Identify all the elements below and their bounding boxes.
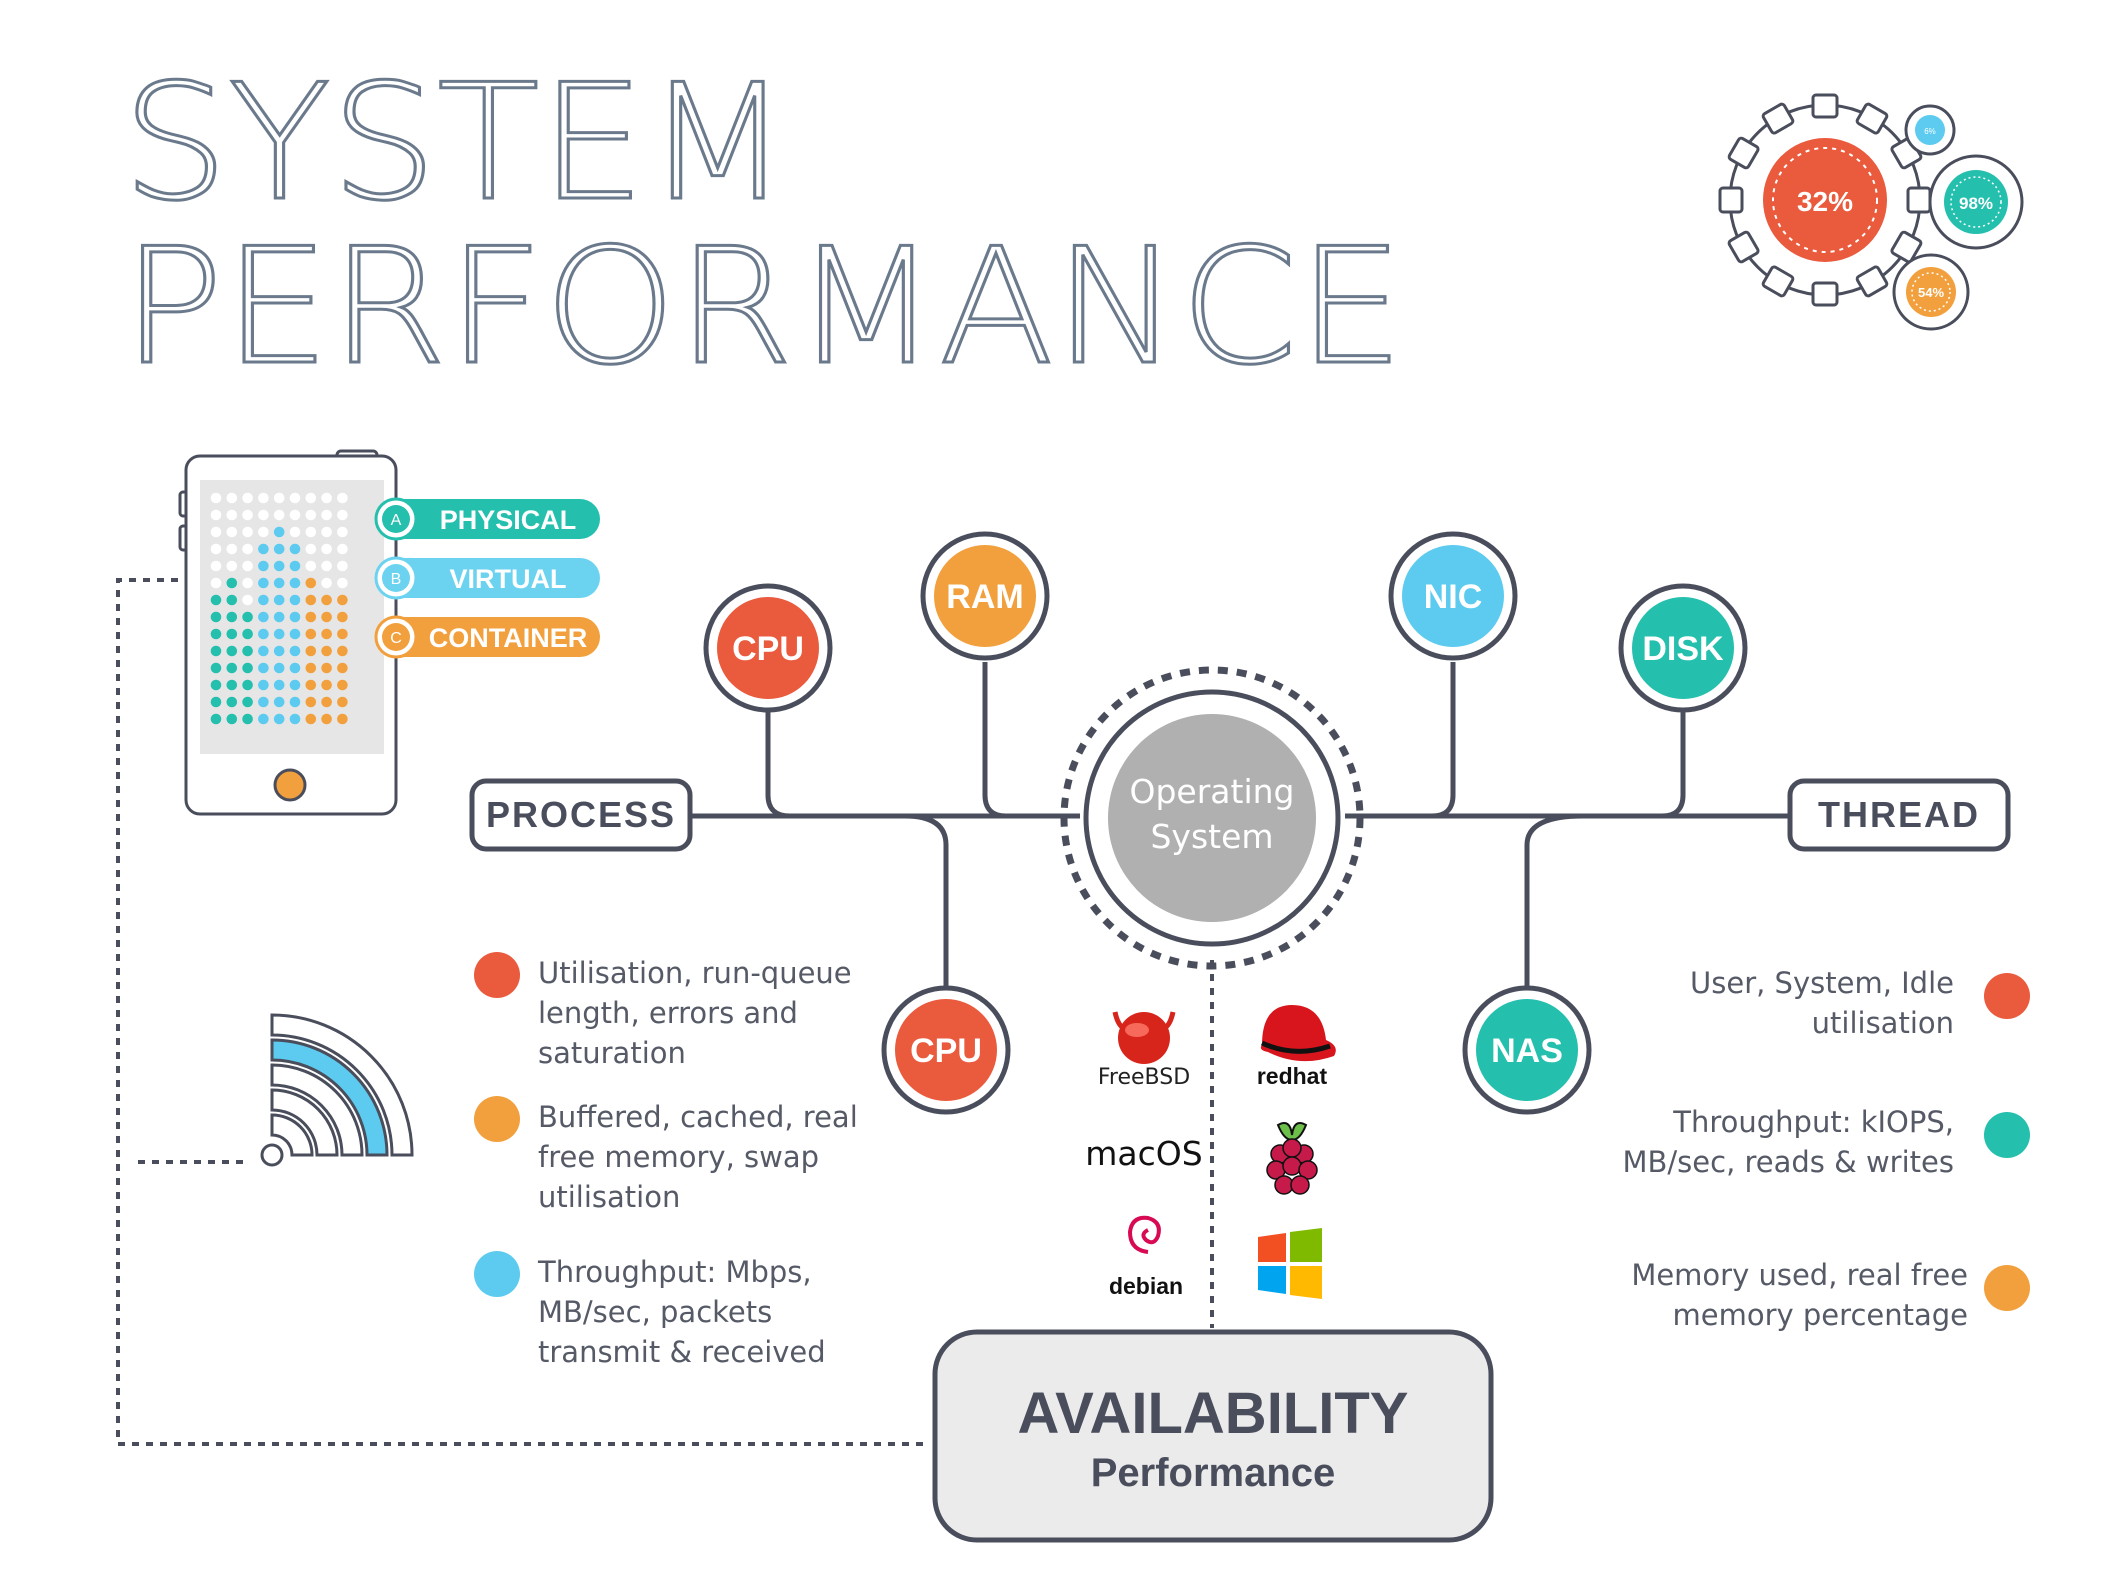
thread-pill: THREAD [1787,778,2011,852]
gauge-teal-value: 98% [1959,194,1993,213]
legend-dot [1984,1112,2030,1158]
debian-wordmark: debian [1109,1273,1183,1299]
tier-tag-container: C CONTAINER [374,615,600,659]
gauge-small-value: 6% [1924,127,1936,136]
legend-dot [1984,1265,2030,1311]
legend-text: User, System, Idle [1690,966,1954,1000]
node-nas: NAS [1462,985,1592,1115]
freebsd-wordmark: FreeBSD [1098,1065,1190,1090]
operating-system-node: Operating System [1060,666,1364,970]
node-cpu-top: CPU [703,583,833,713]
left-legend-item: Throughput: Mbps, MB/sec, packets transmit… [474,1251,826,1369]
tier-label: PHYSICAL [440,505,577,535]
right-legend-item: Memory used, real free memory percentage [1631,1258,2030,1332]
title-line-2: PERFORMANCE [122,213,1404,400]
right-legend-item: User, System, Idle utilisation [1690,966,2030,1040]
legend-text: utilisation [1812,1006,1954,1040]
debian-logo: debian [1109,1215,1183,1299]
legend-text: length, errors and [538,996,798,1030]
tier-label: VIRTUAL [450,564,567,594]
legend-dot [474,1096,520,1142]
node-nic: NIC [1388,531,1518,661]
gears-graphic: 32% 98% 54% 6% [1718,93,2024,331]
windows-icon [1258,1228,1322,1299]
legend-text: Throughput: Mbps, [537,1255,812,1289]
legend-text: MB/sec, reads & writes [1622,1145,1954,1179]
tier-letter: C [390,630,402,647]
os-label-line-2: System [1150,817,1273,856]
freebsd-logo: FreeBSD [1098,1011,1190,1090]
tier-letter: B [391,571,402,588]
wifi-signal-icon [260,1013,414,1167]
node-label: CPU [732,630,804,668]
process-label: PROCESS [486,794,676,835]
thread-label: THREAD [1818,794,1980,835]
node-label: NIC [1424,578,1483,616]
tier-tag-physical: A PHYSICAL [374,497,600,541]
legend-text: saturation [538,1036,686,1070]
legend-text: transmit & received [538,1335,826,1369]
node-cpu-bottom: CPU [881,985,1011,1115]
gauge-orange-value: 54% [1918,285,1944,300]
home-button-icon [273,768,307,802]
tablet-device [178,449,398,816]
right-legend-item: Throughput: kIOPS, MB/sec, reads & writes [1622,1105,2030,1179]
legend-dot [474,1251,520,1297]
left-legend-item: Buffered, cached, real free memory, swap u… [474,1096,858,1214]
legend-dot [1984,973,2030,1019]
raspberry-pi-icon [1266,1122,1318,1195]
redhat-logo: redhat [1257,1005,1336,1089]
legend-text: memory percentage [1673,1298,1968,1332]
legend-text: MB/sec, packets [538,1295,772,1329]
tree-connectors [692,662,1790,988]
process-pill: PROCESS [469,778,693,852]
node-label: DISK [1642,630,1724,668]
legend-text: Memory used, real free [1631,1258,1968,1292]
node-label: RAM [946,578,1023,616]
legend-text: utilisation [538,1180,680,1214]
availability-subtitle: Performance [1091,1451,1336,1495]
dashed-connector [116,578,930,1446]
redhat-wordmark: redhat [1257,1063,1328,1089]
node-label: NAS [1491,1032,1563,1070]
node-ram: RAM [920,531,1050,661]
legend-text: Buffered, cached, real [538,1100,858,1134]
os-label-line-1: Operating [1130,772,1295,811]
node-label: CPU [910,1032,982,1070]
tier-label: CONTAINER [429,623,588,653]
gauge-large-value: 32% [1797,186,1853,217]
legend-text: Utilisation, run-queue [538,956,852,990]
availability-title: AVAILABILITY [1018,1381,1409,1446]
title-line-1: SYSTEM [122,49,790,236]
legend-text: free memory, swap [538,1140,819,1174]
bar-dot-grid [210,492,348,725]
tier-letter: A [391,512,402,529]
macos-wordmark: macOS [1085,1134,1202,1173]
availability-box: AVAILABILITY Performance [932,1329,1494,1543]
tier-tag-virtual: B VIRTUAL [374,556,600,600]
legend-dot [474,952,520,998]
legend-text: Throughput: kIOPS, [1672,1105,1954,1139]
left-legend-item: Utilisation, run-queue length, errors and… [474,952,852,1070]
node-disk: DISK [1618,583,1748,713]
